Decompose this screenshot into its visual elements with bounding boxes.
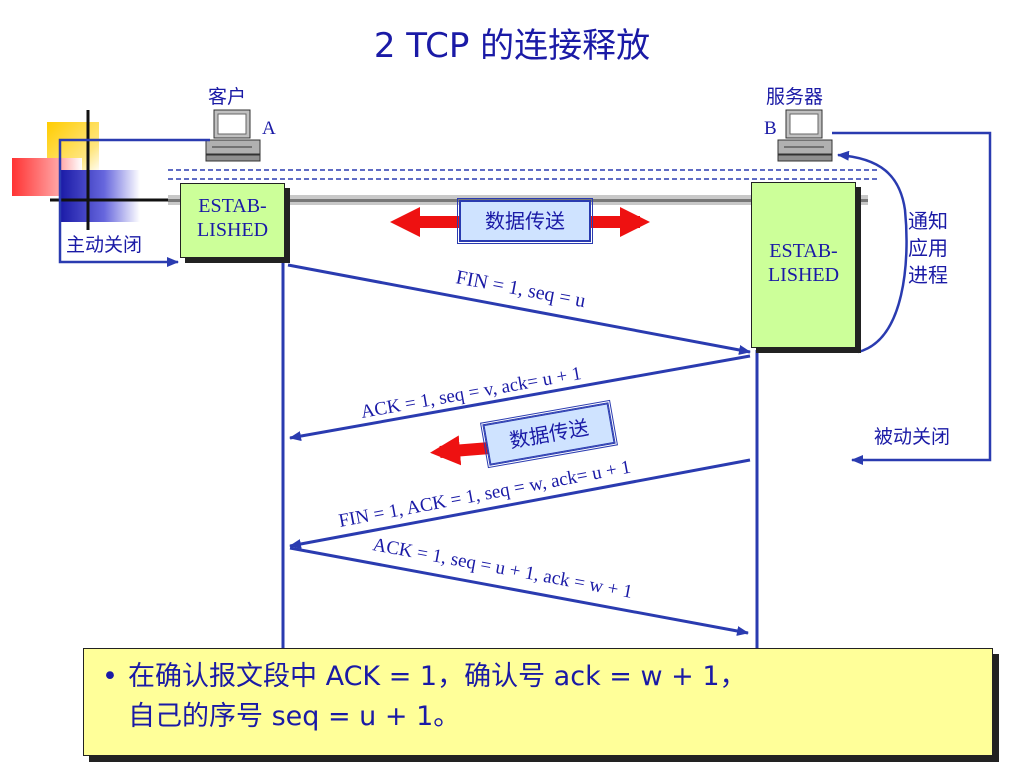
notify-app-curve: [837, 150, 908, 354]
note-line-1: • 在确认报文段中 ACK = 1，确认号 ack = w + 1，: [102, 657, 992, 697]
message-label-final-ack: ACK = 1, seq = u + 1, ack = w + 1: [371, 534, 634, 603]
client-label: 客户: [208, 86, 247, 108]
note-box: • 在确认报文段中 ACK = 1，确认号 ack = w + 1， 自己的序号 …: [83, 648, 993, 756]
data-transfer-red-arrow-left: [430, 435, 491, 466]
message-arrow-fin-ack: [289, 458, 751, 549]
message-arrow-ack: [289, 354, 751, 441]
page-title: 2 TCP 的连接释放: [373, 26, 651, 66]
message-label-fin-ack: FIN = 1, ACK = 1, seq = w, ack= u + 1: [337, 457, 633, 532]
decor-blue-square: [60, 170, 140, 222]
server-established-state: ESTAB- LISHED: [751, 182, 856, 348]
notify-app-label: 通知 应用 进程: [908, 209, 948, 287]
active-close-label: 主动关闭: [66, 230, 143, 257]
note-line-2: 自己的序号 seq = u + 1。: [128, 701, 461, 732]
server-label: 服务器: [766, 86, 824, 108]
data-transfer-tag-top: 数据传送: [457, 198, 593, 244]
passive-close-label: 被动关闭: [874, 426, 951, 448]
client-state-text: ESTAB- LISHED: [196, 195, 269, 241]
client-letter: A: [262, 118, 276, 139]
server-state-text: ESTAB- LISHED: [767, 240, 840, 286]
client-established-state: ESTAB- LISHED: [180, 183, 285, 258]
message-arrow-fin: [287, 263, 751, 355]
message-arrow-final-ack: [289, 546, 749, 636]
server-letter: B: [764, 118, 777, 139]
client-active-close-line: [58, 138, 210, 267]
client-computer-icon: [205, 109, 261, 162]
note-line-1-text: 在确认报文段中 ACK = 1，确认号 ack = w + 1，: [128, 661, 747, 692]
server-computer-icon: [777, 109, 833, 162]
note-bullet: •: [102, 661, 118, 692]
message-label-fin: FIN = 1, seq = u: [454, 266, 587, 312]
server-passive-close-line: [832, 131, 992, 465]
